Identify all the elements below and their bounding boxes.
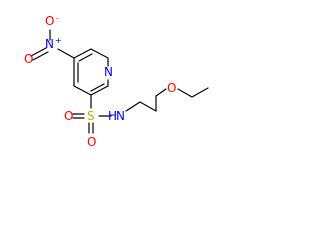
molecule-canvas: O - N + O N O S O O N H xyxy=(0,0,224,160)
ether-oxygen-label: O xyxy=(167,81,176,95)
ring-inner-bond-1 xyxy=(78,53,93,62)
nitro-oxygen-top-label: O xyxy=(45,14,54,28)
molecule-structure: O - N + O N O S O O N H xyxy=(24,14,209,149)
bond-lines xyxy=(30,29,209,134)
nitro-nitrogen-charge-label: + xyxy=(55,36,62,45)
ether-bond-1 xyxy=(155,88,167,97)
nitro-bond-left-1 xyxy=(30,47,47,57)
ring-bond-top-left xyxy=(73,48,92,59)
amide-nitrogen-label: N xyxy=(116,109,125,123)
nitro-bond-left-2 xyxy=(32,51,49,61)
ring-bond-top-right xyxy=(90,48,109,59)
amide-hydrogen-label: H xyxy=(108,109,117,123)
ring-bond-bottom-right xyxy=(90,85,109,96)
ring-nitrogen-label: N xyxy=(104,65,113,79)
sulfonyl-oxygen-left-label: O xyxy=(64,109,73,123)
ether-bond-3 xyxy=(191,87,209,98)
sulfonyl-sulfur-label: S xyxy=(87,109,95,123)
amide-chain-bond-2 xyxy=(139,101,157,112)
sulfonyl-oxygen-bottom-label: O xyxy=(87,135,96,149)
nitro-nitrogen-label: N xyxy=(45,37,54,51)
nitro-oxygen-charge-label: - xyxy=(56,14,59,23)
amide-chain-bond-1 xyxy=(125,101,141,112)
ring-bond-bottom-left xyxy=(73,85,92,96)
ring-inner-bond-2 xyxy=(90,83,105,92)
nitro-oxygen-left-label: O xyxy=(24,52,33,66)
ether-bond-2 xyxy=(177,88,193,98)
nitro-bond-ring xyxy=(57,48,75,59)
atom-labels: O - N + O N O S O O N H xyxy=(24,14,176,149)
